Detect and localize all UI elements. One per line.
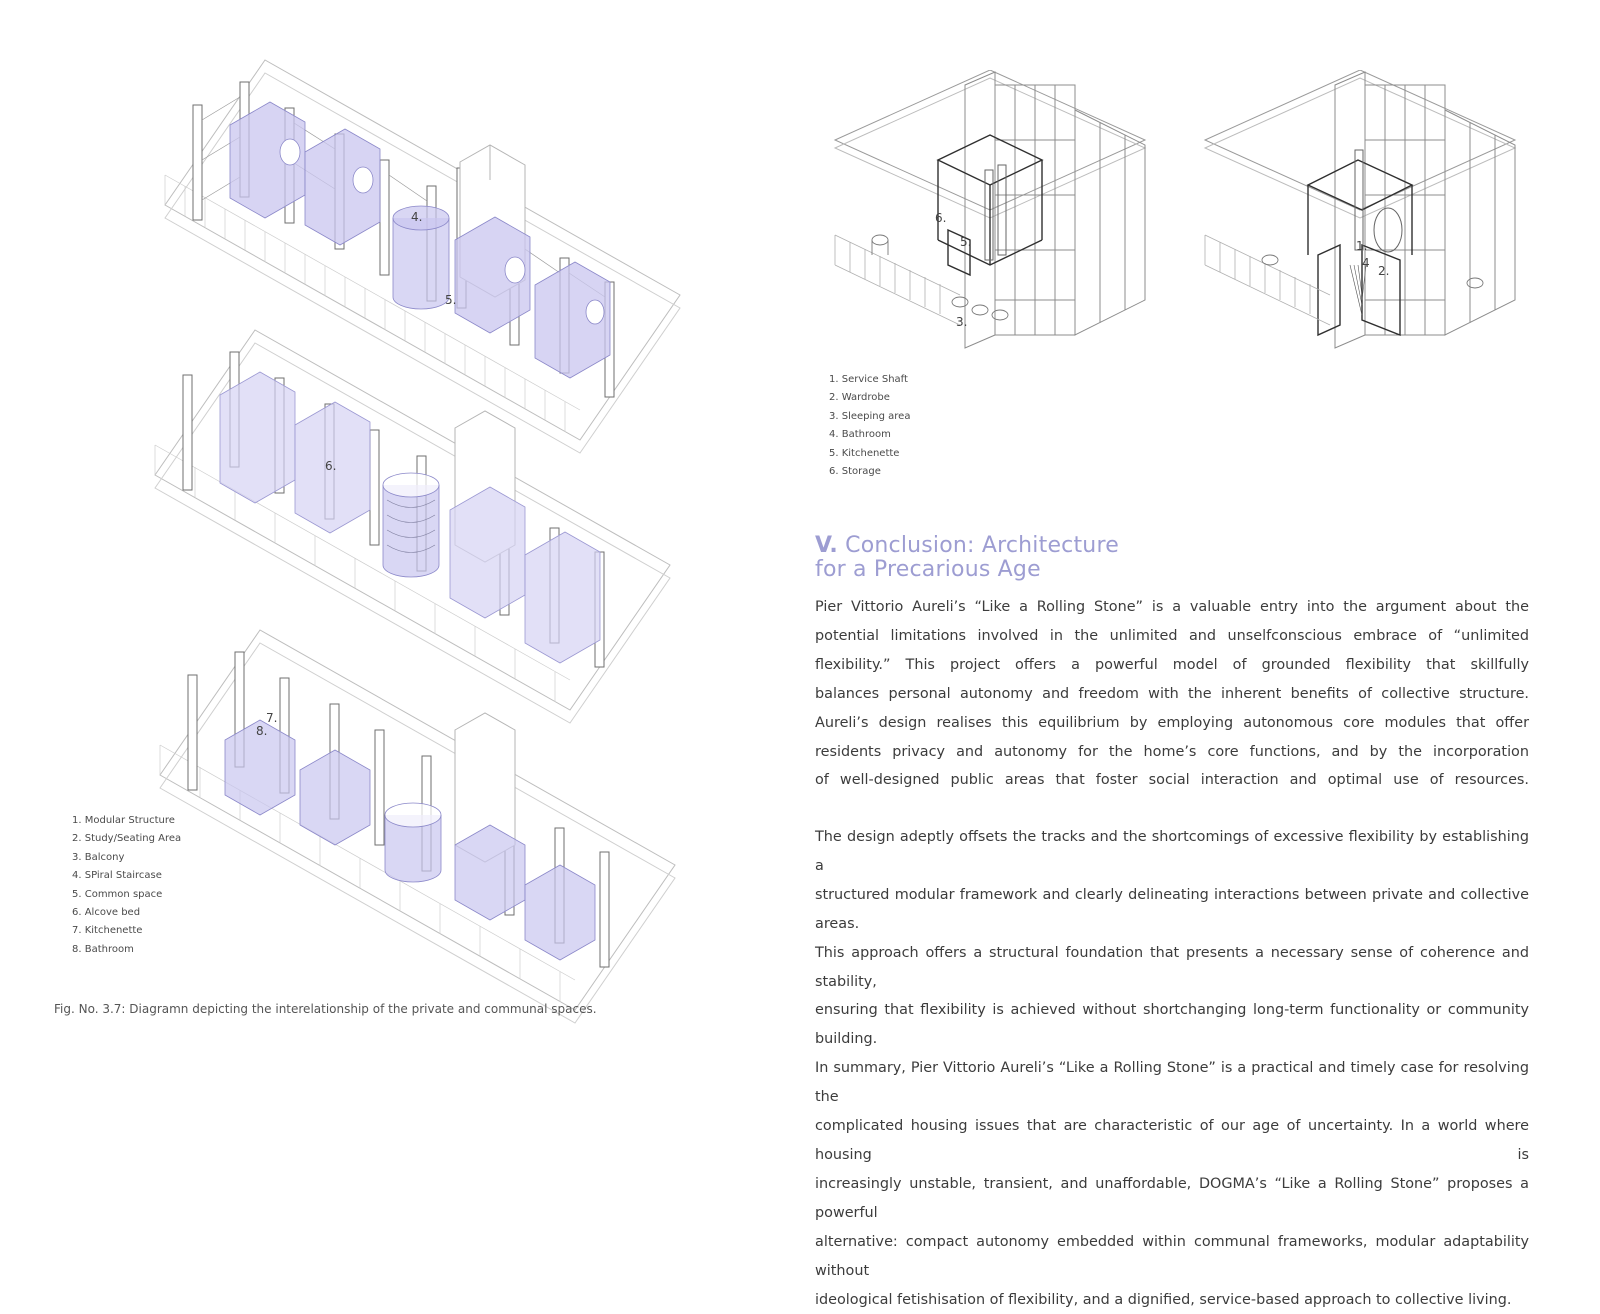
text-line: of well-designed public areas that foste… xyxy=(815,766,1529,795)
text-line: complicated housing issues that are char… xyxy=(815,1112,1529,1170)
tag-unit-sleeping-area: 3. xyxy=(956,315,967,329)
unit-axonometrics: 6. 5. 3. xyxy=(820,70,1540,370)
legend-item: 2. Study/Seating Area xyxy=(72,830,181,848)
section-title-line2: for a Precarious Age xyxy=(815,558,1119,582)
legend-item: 2. Wardrobe xyxy=(829,389,910,407)
tag-unit-kitchenette: 5. xyxy=(960,235,971,249)
text-line: Pier Vittorio Aureli’s “Like a Rolling S… xyxy=(815,593,1529,622)
text-line: structured modular framework and clearly… xyxy=(815,881,1529,939)
figure-caption: Fig. No. 3.7: Diagramn depicting the int… xyxy=(54,1002,597,1016)
legend-item: 1. Modular Structure xyxy=(72,812,181,830)
legend-item: 4. Bathroom xyxy=(829,426,910,444)
tag-unit-service-shaft: 1. xyxy=(1356,239,1367,253)
legend-item: 3. Balcony xyxy=(72,849,181,867)
legend-item: 7. Kitchenette xyxy=(72,922,181,940)
legend-item: 4. SPiral Staircase xyxy=(72,867,181,885)
text-line: balances personal autonomy and freedom w… xyxy=(815,680,1529,709)
text-line: flexibility.” This project offers a powe… xyxy=(815,651,1529,680)
paragraph-1: Pier Vittorio Aureli’s “Like a Rolling S… xyxy=(815,593,1529,795)
tag-bathroom: 8. xyxy=(256,724,267,738)
text-line: increasingly unstable, transient, and un… xyxy=(815,1170,1529,1228)
legend-item: 1. Service Shaft xyxy=(829,371,910,389)
text-line: alternative: compact autonomy embedded w… xyxy=(815,1228,1529,1286)
legend-item: 5. Common space xyxy=(72,886,181,904)
left-legend: 1. Modular Structure 2. Study/Seating Ar… xyxy=(72,812,181,959)
section-title-line1: Conclusion: Architecture xyxy=(845,533,1119,558)
unit-right: 1. 4 2. xyxy=(1205,70,1515,348)
text-line: potential limitations involved in the un… xyxy=(815,622,1529,651)
right-legend: 1. Service Shaft 2. Wardrobe 3. Sleeping… xyxy=(829,371,910,481)
legend-item: 6. Alcove bed xyxy=(72,904,181,922)
text-line: residents privacy and autonomy for the h… xyxy=(815,738,1529,767)
diagram-middle-floor: 6. xyxy=(155,330,670,723)
legend-item: 3. Sleeping area xyxy=(829,408,910,426)
tag-kitchenette: 7. xyxy=(266,711,277,725)
diagram-lower-floor: 7. 8. xyxy=(160,630,675,1023)
text-line: ensuring that flexibility is achieved wi… xyxy=(815,996,1529,1054)
text-line: The design adeptly offsets the tracks an… xyxy=(815,823,1529,881)
tag-unit-bathroom: 4 xyxy=(1362,256,1370,270)
tag-unit-wardrobe: 2. xyxy=(1378,264,1389,278)
paragraph-2: The design adeptly offsets the tracks an… xyxy=(815,823,1529,1314)
legend-item: 5. Kitchenette xyxy=(829,445,910,463)
tag-common-space: 5. xyxy=(445,293,456,307)
text-line: This approach offers a structural founda… xyxy=(815,939,1529,997)
tag-alcove-bed: 6. xyxy=(325,459,336,473)
legend-item: 6. Storage xyxy=(829,463,910,481)
section-heading: V. Conclusion: Architecture for a Precar… xyxy=(815,534,1119,582)
text-line: In summary, Pier Vittorio Aureli’s “Like… xyxy=(815,1054,1529,1112)
unit-left: 6. 5. 3. xyxy=(835,70,1145,348)
legend-item: 8. Bathroom xyxy=(72,941,181,959)
tag-spiral-staircase-top: 4. xyxy=(411,210,422,224)
text-line: ideological fetishisation of flexibility… xyxy=(815,1286,1529,1314)
section-number: V. xyxy=(815,533,838,558)
tag-unit-storage: 6. xyxy=(935,211,946,225)
text-line: Aureli’s design realises this equilibriu… xyxy=(815,709,1529,738)
